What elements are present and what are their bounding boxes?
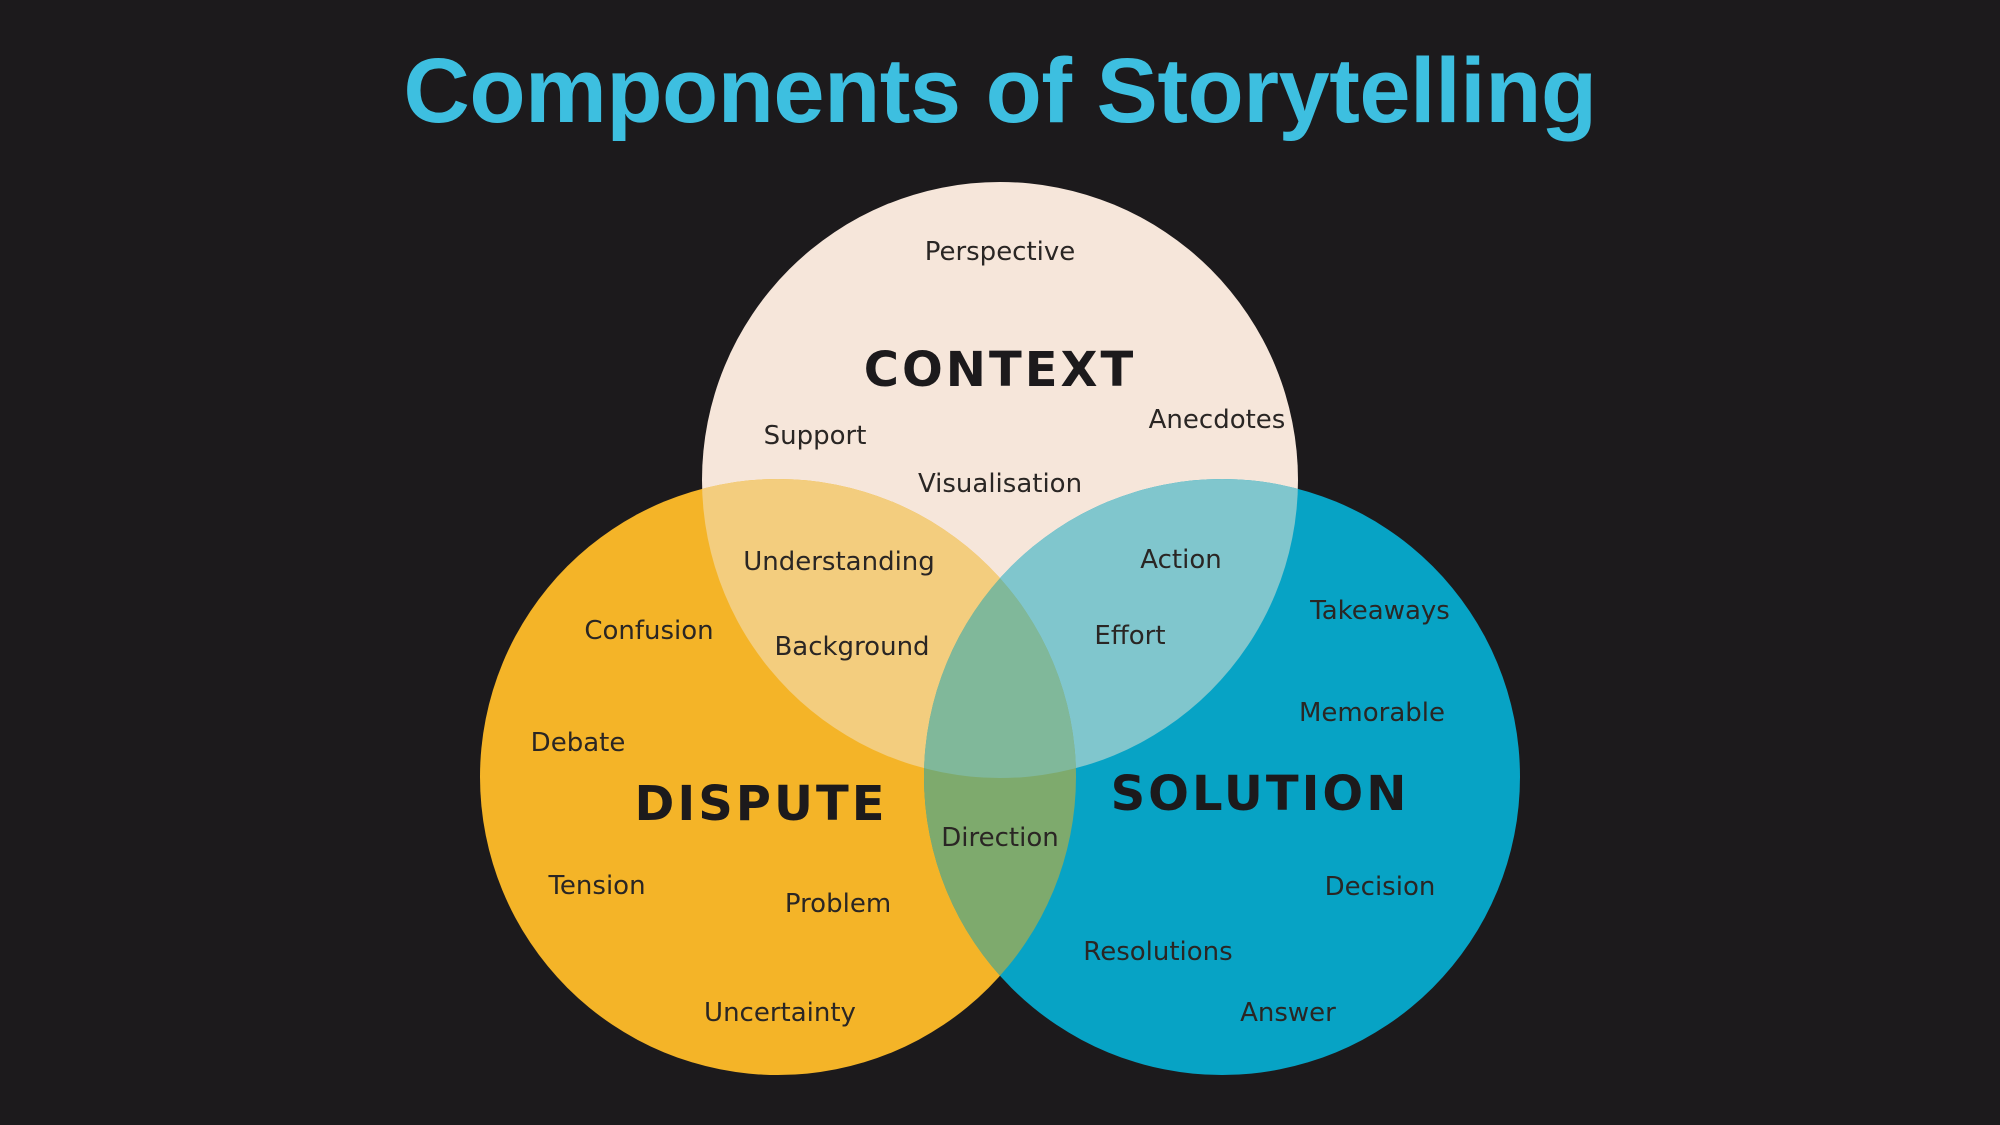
context-solution-term: Action: [1140, 545, 1221, 575]
dispute-term: Uncertainty: [704, 998, 856, 1028]
solution-term: Answer: [1240, 998, 1336, 1028]
page-title: Components of Storytelling: [403, 40, 1597, 142]
dispute-term: Confusion: [584, 616, 713, 646]
context-dispute-term: Background: [774, 632, 929, 662]
context-solution-term: Effort: [1094, 621, 1165, 651]
context-term: Perspective: [925, 237, 1076, 267]
dispute-term: Problem: [785, 889, 891, 919]
solution-term: Memorable: [1299, 698, 1445, 728]
dispute-term: Tension: [547, 871, 645, 901]
dispute-solution-term: Direction: [941, 823, 1058, 853]
solution-heading: SOLUTION: [1111, 766, 1410, 822]
context-dispute-term: Understanding: [743, 547, 935, 577]
context-term: Support: [764, 421, 867, 451]
solution-term: Resolutions: [1083, 937, 1232, 967]
dispute-term: Debate: [531, 728, 626, 758]
solution-term: Decision: [1325, 872, 1436, 902]
solution-term: Takeaways: [1309, 596, 1450, 626]
context-term: Anecdotes: [1149, 405, 1286, 435]
dispute-heading: DISPUTE: [635, 776, 888, 832]
context-heading: CONTEXT: [864, 342, 1136, 398]
context-term: Visualisation: [918, 469, 1082, 499]
